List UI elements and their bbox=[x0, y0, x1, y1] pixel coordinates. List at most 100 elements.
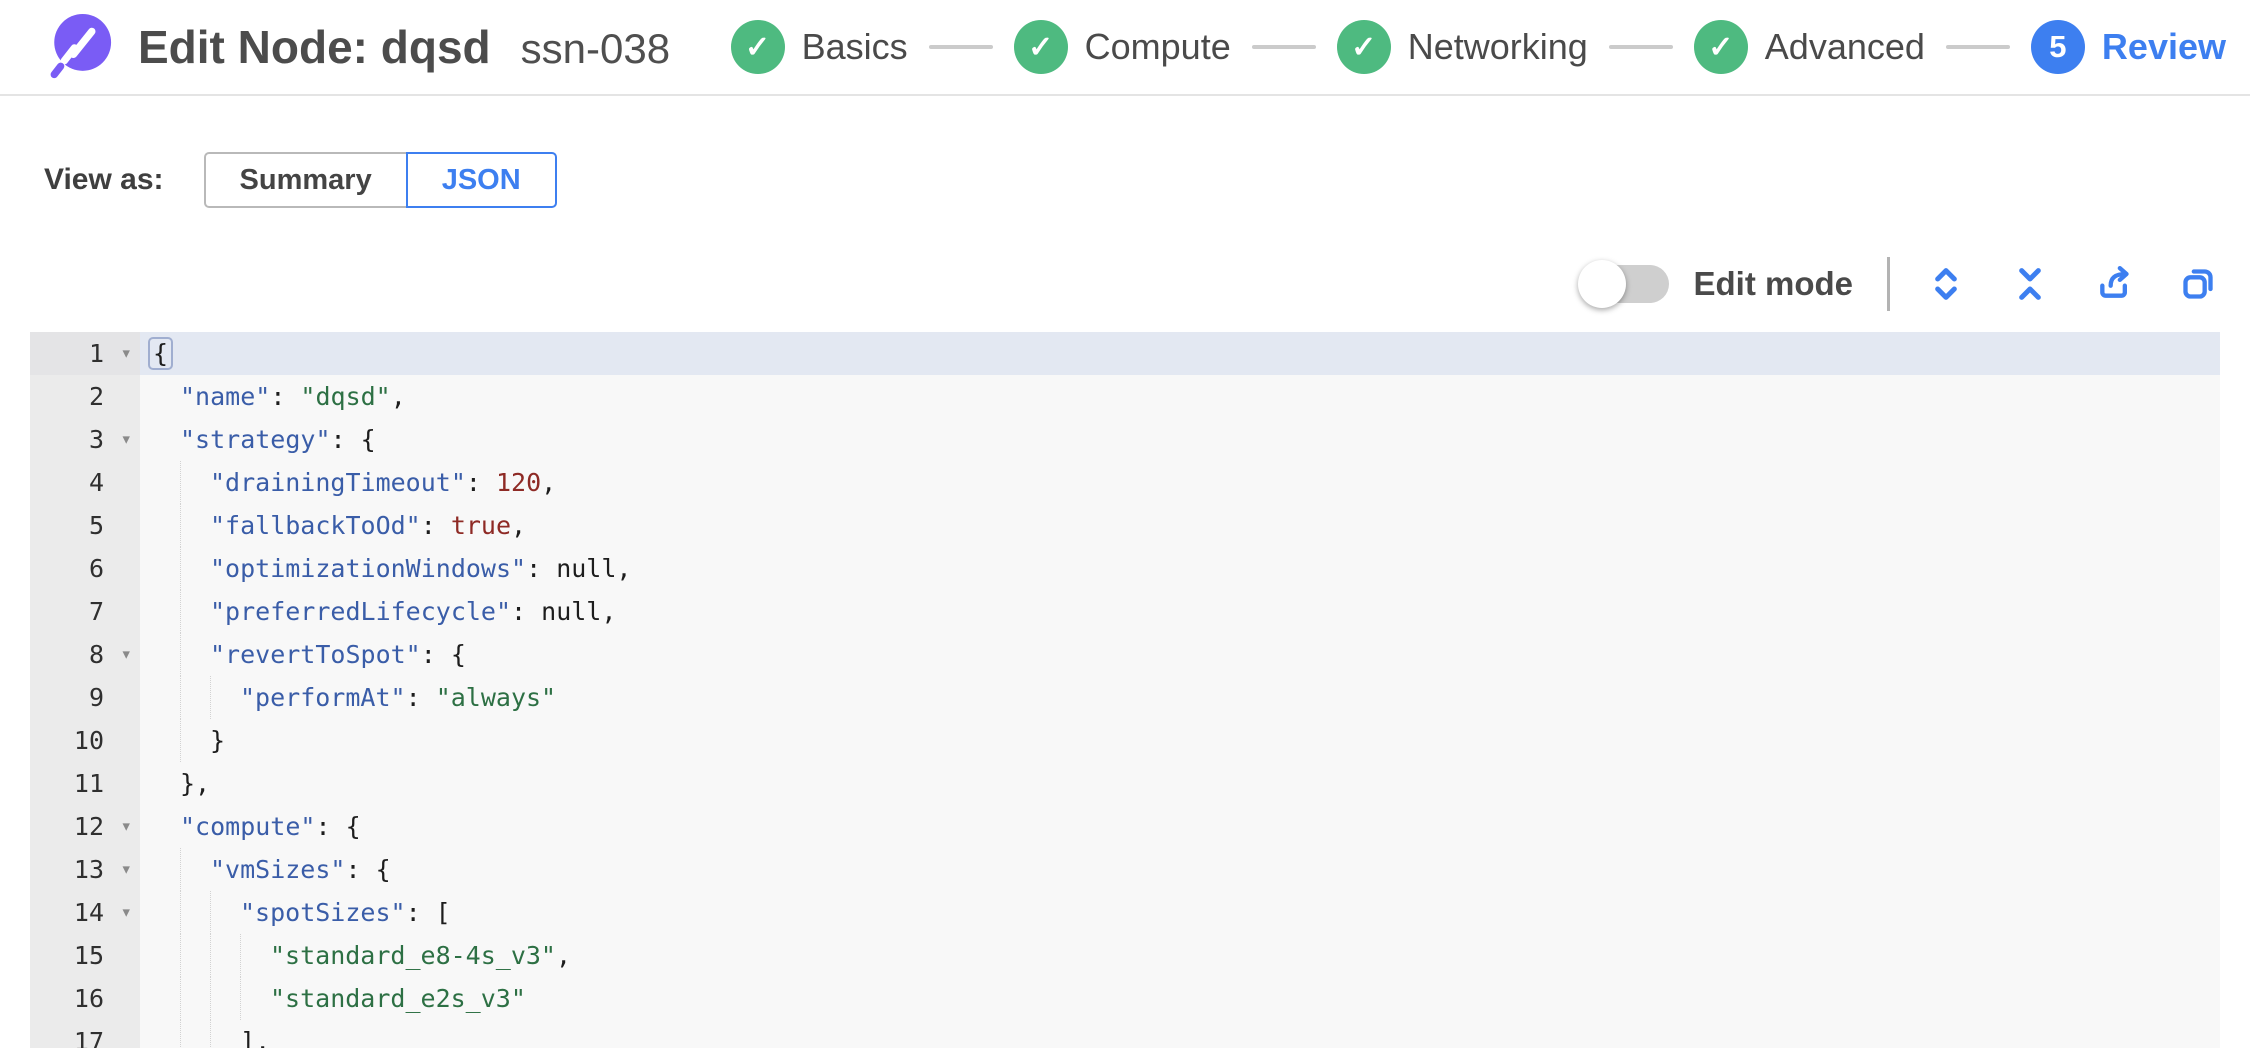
code-token: ], bbox=[240, 1027, 271, 1048]
code-content[interactable]: "vmSizes": { bbox=[140, 848, 2220, 891]
code-token: : bbox=[405, 683, 436, 712]
code-line: 2"name": "dqsd", bbox=[30, 375, 2220, 418]
code-content[interactable]: "compute": { bbox=[140, 805, 2220, 848]
indent-guide bbox=[210, 934, 240, 977]
code-line: 17], bbox=[30, 1020, 2220, 1048]
code-content[interactable]: ], bbox=[140, 1020, 2220, 1048]
indent-guide bbox=[240, 977, 270, 1020]
toolbar-divider bbox=[1887, 257, 1890, 311]
code-content[interactable]: "preferredLifecycle": null, bbox=[140, 590, 2220, 633]
fold-arrow-icon[interactable]: ▾ bbox=[120, 342, 132, 364]
step-check-icon: ✓ bbox=[1336, 20, 1391, 74]
view-as-json-button[interactable]: JSON bbox=[405, 152, 557, 208]
edit-mode-toggle-knob[interactable] bbox=[1578, 260, 1627, 308]
code-content[interactable]: { bbox=[140, 332, 2220, 375]
code-line: 15"standard_e8-4s_v3", bbox=[30, 934, 2220, 977]
code-token: , bbox=[541, 468, 557, 497]
code-token: "preferredLifecycle" bbox=[210, 597, 512, 626]
indent-guide bbox=[180, 547, 210, 590]
line-number: 13▾ bbox=[30, 848, 140, 891]
code-token: : { bbox=[345, 855, 391, 884]
line-number: 4 bbox=[30, 461, 140, 504]
page-title: Edit Node: dqsd bbox=[138, 21, 491, 73]
line-number: 8▾ bbox=[30, 633, 140, 676]
code-content[interactable]: "spotSizes": [ bbox=[140, 891, 2220, 934]
indent-guide bbox=[180, 934, 210, 977]
code-content[interactable]: "standard_e8-4s_v3", bbox=[140, 934, 2220, 977]
edit-mode-toggle[interactable] bbox=[1578, 260, 1670, 308]
code-token: , bbox=[555, 941, 572, 970]
indent-guide bbox=[180, 676, 210, 719]
indent-guide bbox=[150, 719, 180, 762]
code-content[interactable]: "performAt": "always" bbox=[140, 676, 2220, 719]
step-label: Basics bbox=[801, 26, 908, 67]
code-line: 9"performAt": "always" bbox=[30, 676, 2220, 719]
code-token: : { bbox=[420, 640, 466, 669]
export-icon[interactable] bbox=[2092, 262, 2136, 306]
code-token: , bbox=[390, 382, 406, 411]
code-line: 11}, bbox=[30, 762, 2220, 805]
indent-guide bbox=[180, 891, 210, 934]
wizard-step-advanced[interactable]: ✓Advanced bbox=[1693, 20, 1925, 74]
code-token: "spotSizes" bbox=[240, 898, 406, 927]
line-number: 5 bbox=[30, 504, 140, 547]
line-number: 14▾ bbox=[30, 891, 140, 934]
code-content[interactable]: "revertToSpot": { bbox=[140, 633, 2220, 676]
code-token: : bbox=[526, 554, 557, 583]
line-number: 3▾ bbox=[30, 418, 140, 461]
step-label: Networking bbox=[1407, 26, 1588, 67]
code-token: , bbox=[601, 597, 617, 626]
code-content[interactable]: }, bbox=[140, 762, 2220, 805]
code-token: { bbox=[148, 337, 174, 370]
wizard-step-basics[interactable]: ✓ Basics bbox=[730, 20, 908, 74]
code-content[interactable]: } bbox=[140, 719, 2220, 762]
view-as-summary-button[interactable]: Summary bbox=[203, 152, 406, 208]
line-number: 12▾ bbox=[30, 805, 140, 848]
fold-arrow-icon[interactable]: ▾ bbox=[120, 428, 132, 450]
fold-arrow-icon[interactable]: ▾ bbox=[120, 858, 132, 880]
indent-guide bbox=[150, 676, 180, 719]
code-token: : bbox=[465, 468, 496, 497]
code-content[interactable]: "optimizationWindows": null, bbox=[140, 547, 2220, 590]
code-token: "fallbackToOd" bbox=[210, 511, 421, 540]
code-token: 120 bbox=[495, 468, 542, 497]
line-number: 15 bbox=[30, 934, 140, 977]
line-number: 2 bbox=[30, 375, 140, 418]
step-check-icon: ✓ bbox=[730, 20, 785, 74]
code-token: null bbox=[556, 554, 617, 583]
line-number: 1▾ bbox=[30, 332, 140, 375]
code-line: 4"drainingTimeout": 120, bbox=[30, 461, 2220, 504]
edit-mode-label: Edit mode bbox=[1693, 265, 1853, 302]
indent-guide bbox=[180, 1020, 210, 1048]
code-token: : { bbox=[315, 812, 361, 841]
editor-toolbar: Edit mode bbox=[0, 252, 2250, 316]
code-content[interactable]: "drainingTimeout": 120, bbox=[140, 461, 2220, 504]
line-number: 6 bbox=[30, 547, 140, 590]
code-content[interactable]: "strategy": { bbox=[140, 418, 2220, 461]
step-connector bbox=[928, 45, 993, 49]
indent-guide bbox=[210, 1020, 240, 1048]
code-token: "strategy" bbox=[180, 425, 331, 454]
wizard-step-networking[interactable]: ✓ Networking bbox=[1336, 20, 1588, 74]
fold-arrow-icon[interactable]: ▾ bbox=[120, 643, 132, 665]
copy-icon[interactable] bbox=[2176, 262, 2220, 306]
unfold-less-icon[interactable] bbox=[2008, 262, 2052, 306]
view-as-label: View as: bbox=[44, 163, 164, 196]
code-line: 7"preferredLifecycle": null, bbox=[30, 590, 2220, 633]
step-connector bbox=[1251, 45, 1316, 49]
code-content[interactable]: "standard_e2s_v3" bbox=[140, 977, 2220, 1020]
indent-guide bbox=[150, 504, 180, 547]
code-line: 10} bbox=[30, 719, 2220, 762]
json-code-editor[interactable]: 1▾{2"name": "dqsd",3▾"strategy": {4"drai… bbox=[30, 332, 2220, 1048]
code-content[interactable]: "fallbackToOd": true, bbox=[140, 504, 2220, 547]
indent-guide bbox=[180, 848, 210, 891]
fold-arrow-icon[interactable]: ▾ bbox=[120, 815, 132, 837]
fold-arrow-icon[interactable]: ▾ bbox=[120, 901, 132, 923]
view-as-row: View as: Summary JSON bbox=[0, 152, 2250, 208]
unfold-more-icon[interactable] bbox=[1924, 262, 1968, 306]
wizard-step-compute[interactable]: ✓Compute bbox=[1013, 20, 1231, 74]
code-line: 6"optimizationWindows": null, bbox=[30, 547, 2220, 590]
code-content[interactable]: "name": "dqsd", bbox=[140, 375, 2220, 418]
